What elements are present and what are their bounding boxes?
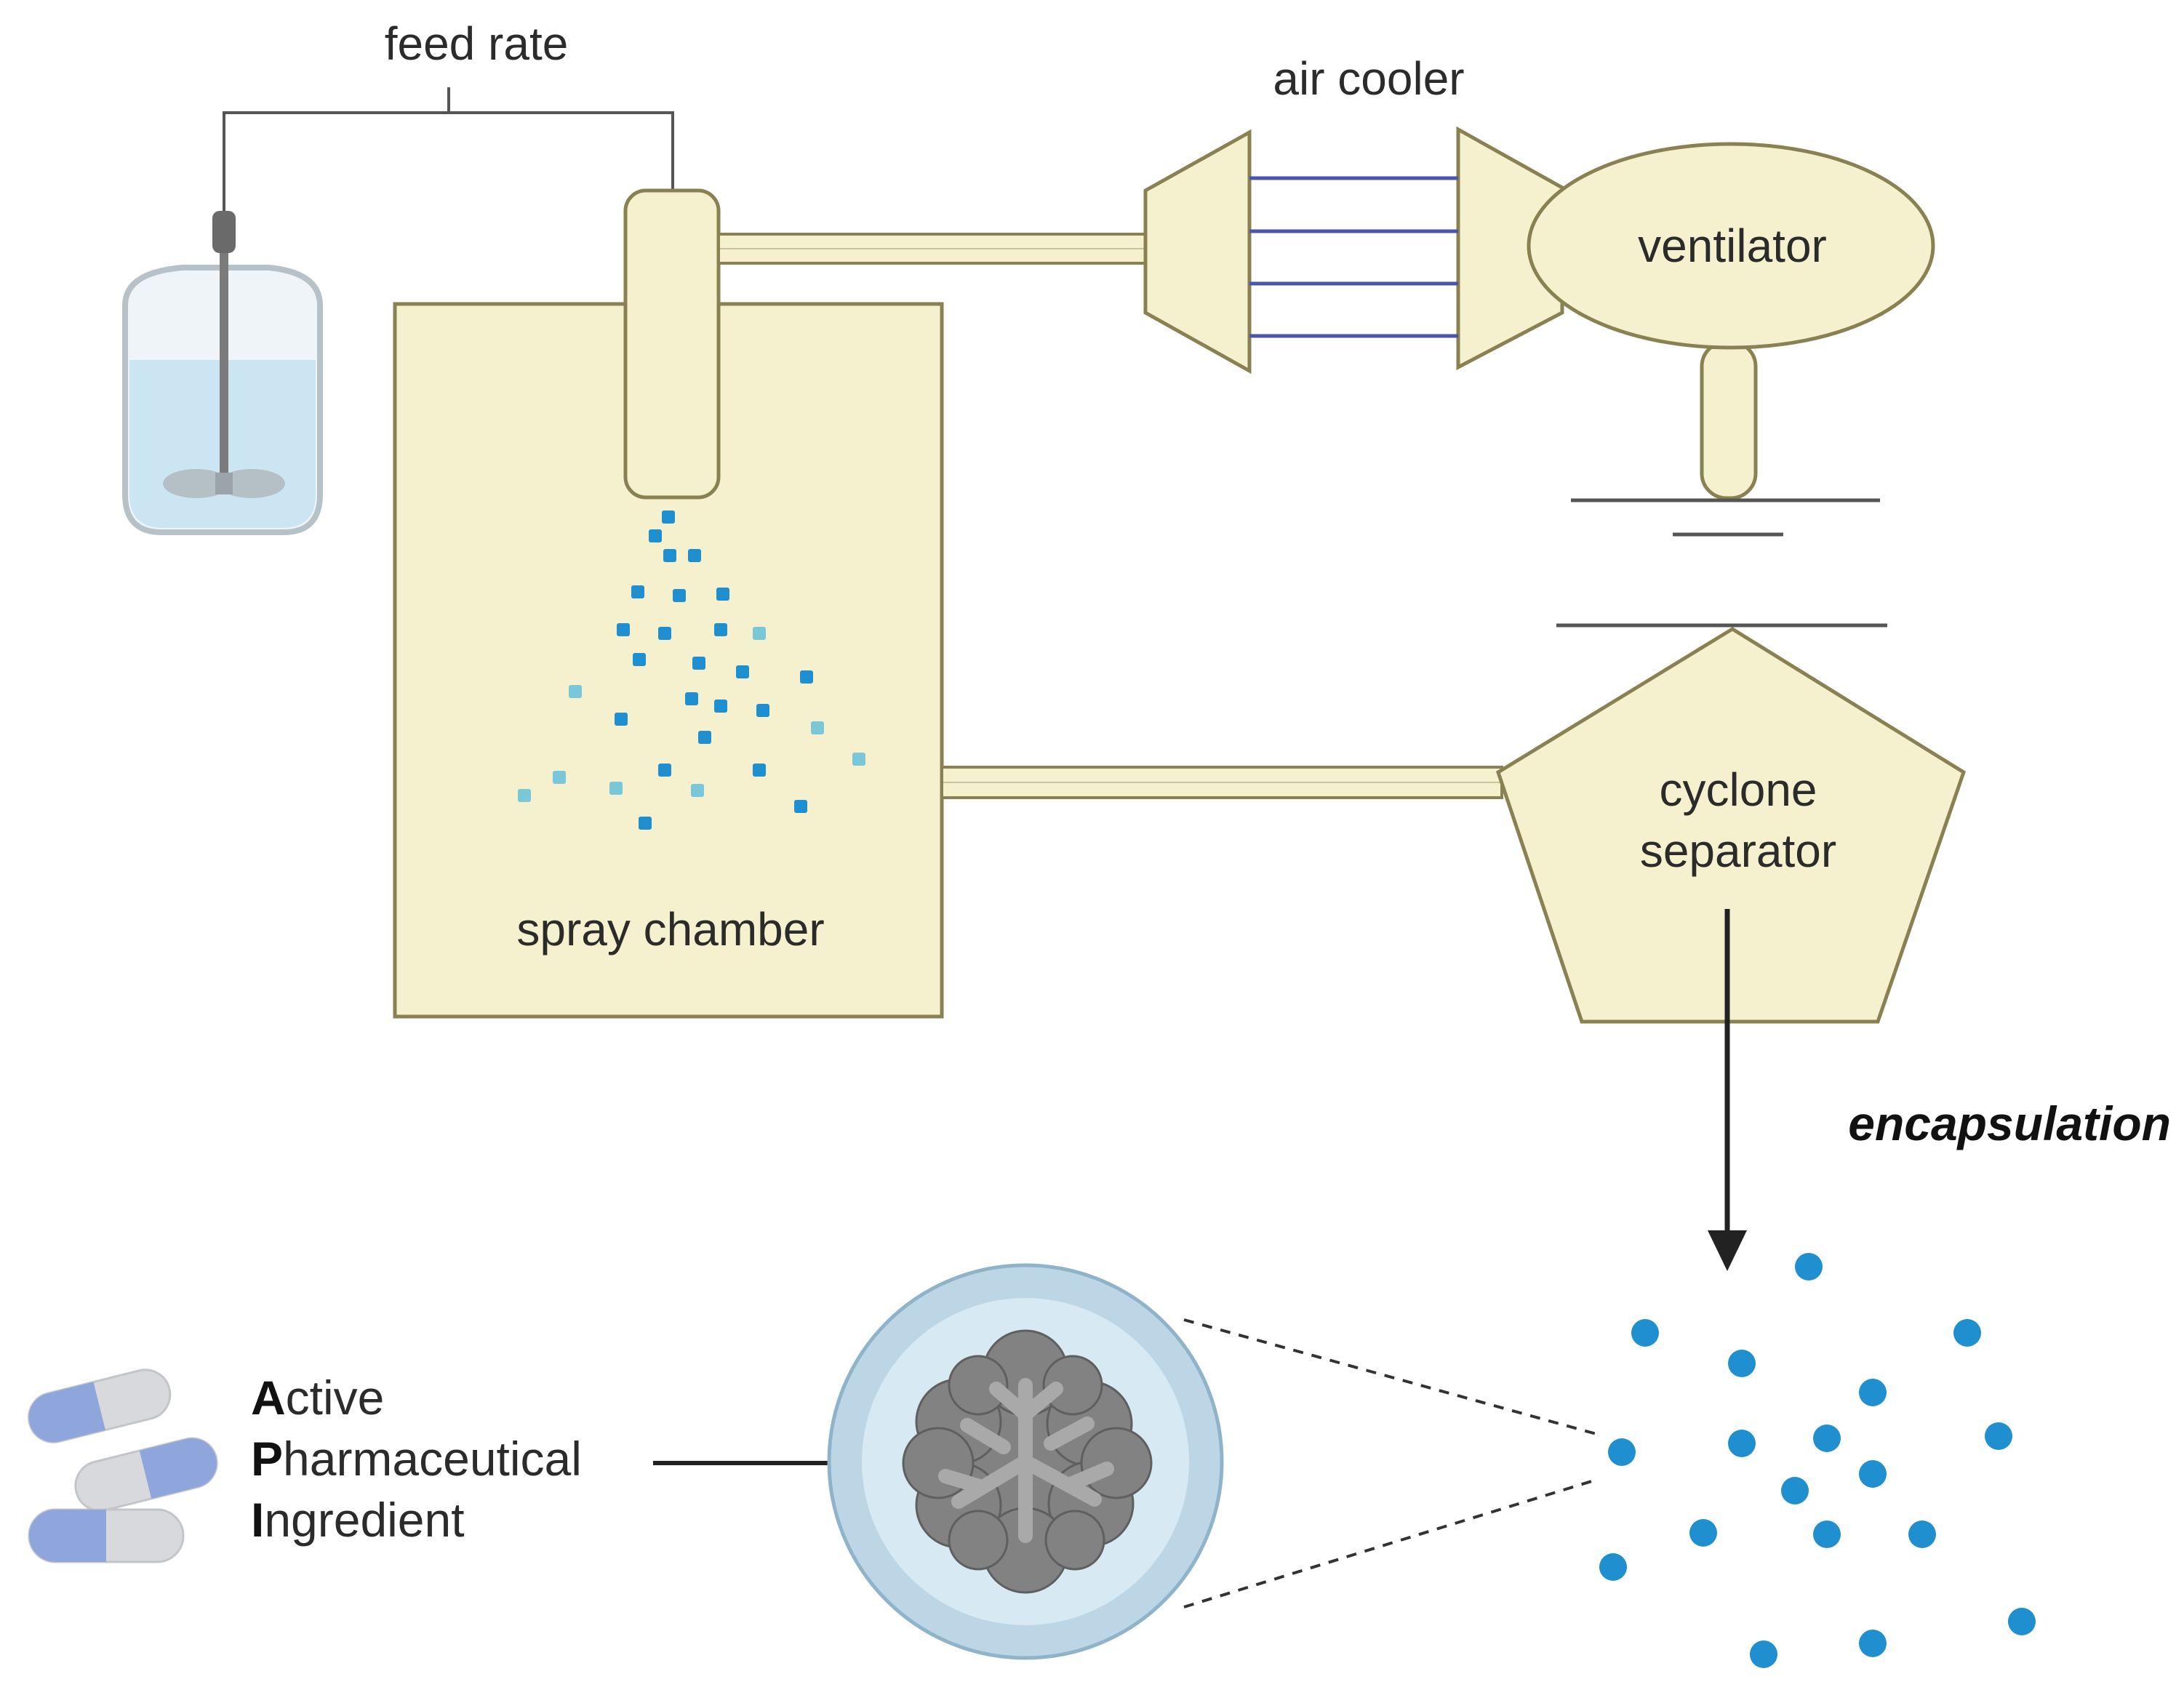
encapsulation-label: encapsulation <box>1848 1097 2171 1150</box>
cyclone-label-line1: cyclone <box>1660 764 1817 816</box>
api-line-ingredient: Ingredient <box>251 1493 465 1547</box>
encapsulation-arrow <box>1708 909 1747 1271</box>
api-line-pharmaceutical: Pharmaceutical <box>251 1432 582 1486</box>
ventilator-label: ventilator <box>1638 220 1827 272</box>
ventilator <box>1527 142 1935 500</box>
feed-rate-label: feed rate <box>385 17 569 70</box>
zoom-lines <box>1183 1318 1597 1608</box>
microparticle-icon <box>827 1263 1224 1660</box>
pipe-chamber-to-cyclone <box>940 766 1503 799</box>
spray-chamber-label: spray chamber <box>516 903 824 955</box>
air-cooler-label: air cooler <box>1273 52 1464 105</box>
capsules-icon <box>28 1369 218 1563</box>
pipe-nozzle-to-cooler <box>717 233 1149 265</box>
stirred-feed-tank-icon <box>122 211 323 535</box>
filter-plates <box>1556 498 1887 628</box>
api-line-active: Active <box>251 1371 385 1424</box>
encapsulated-particles <box>1599 1253 2036 1668</box>
feed-tubing <box>223 87 674 211</box>
atomizer-nozzle <box>623 188 721 500</box>
api-label: Active Pharmaceutical Ingredient <box>251 1367 582 1550</box>
air-cooler <box>1143 126 1564 374</box>
spray-droplets <box>518 510 865 830</box>
cyclone-label-line2: separator <box>1640 825 1836 877</box>
